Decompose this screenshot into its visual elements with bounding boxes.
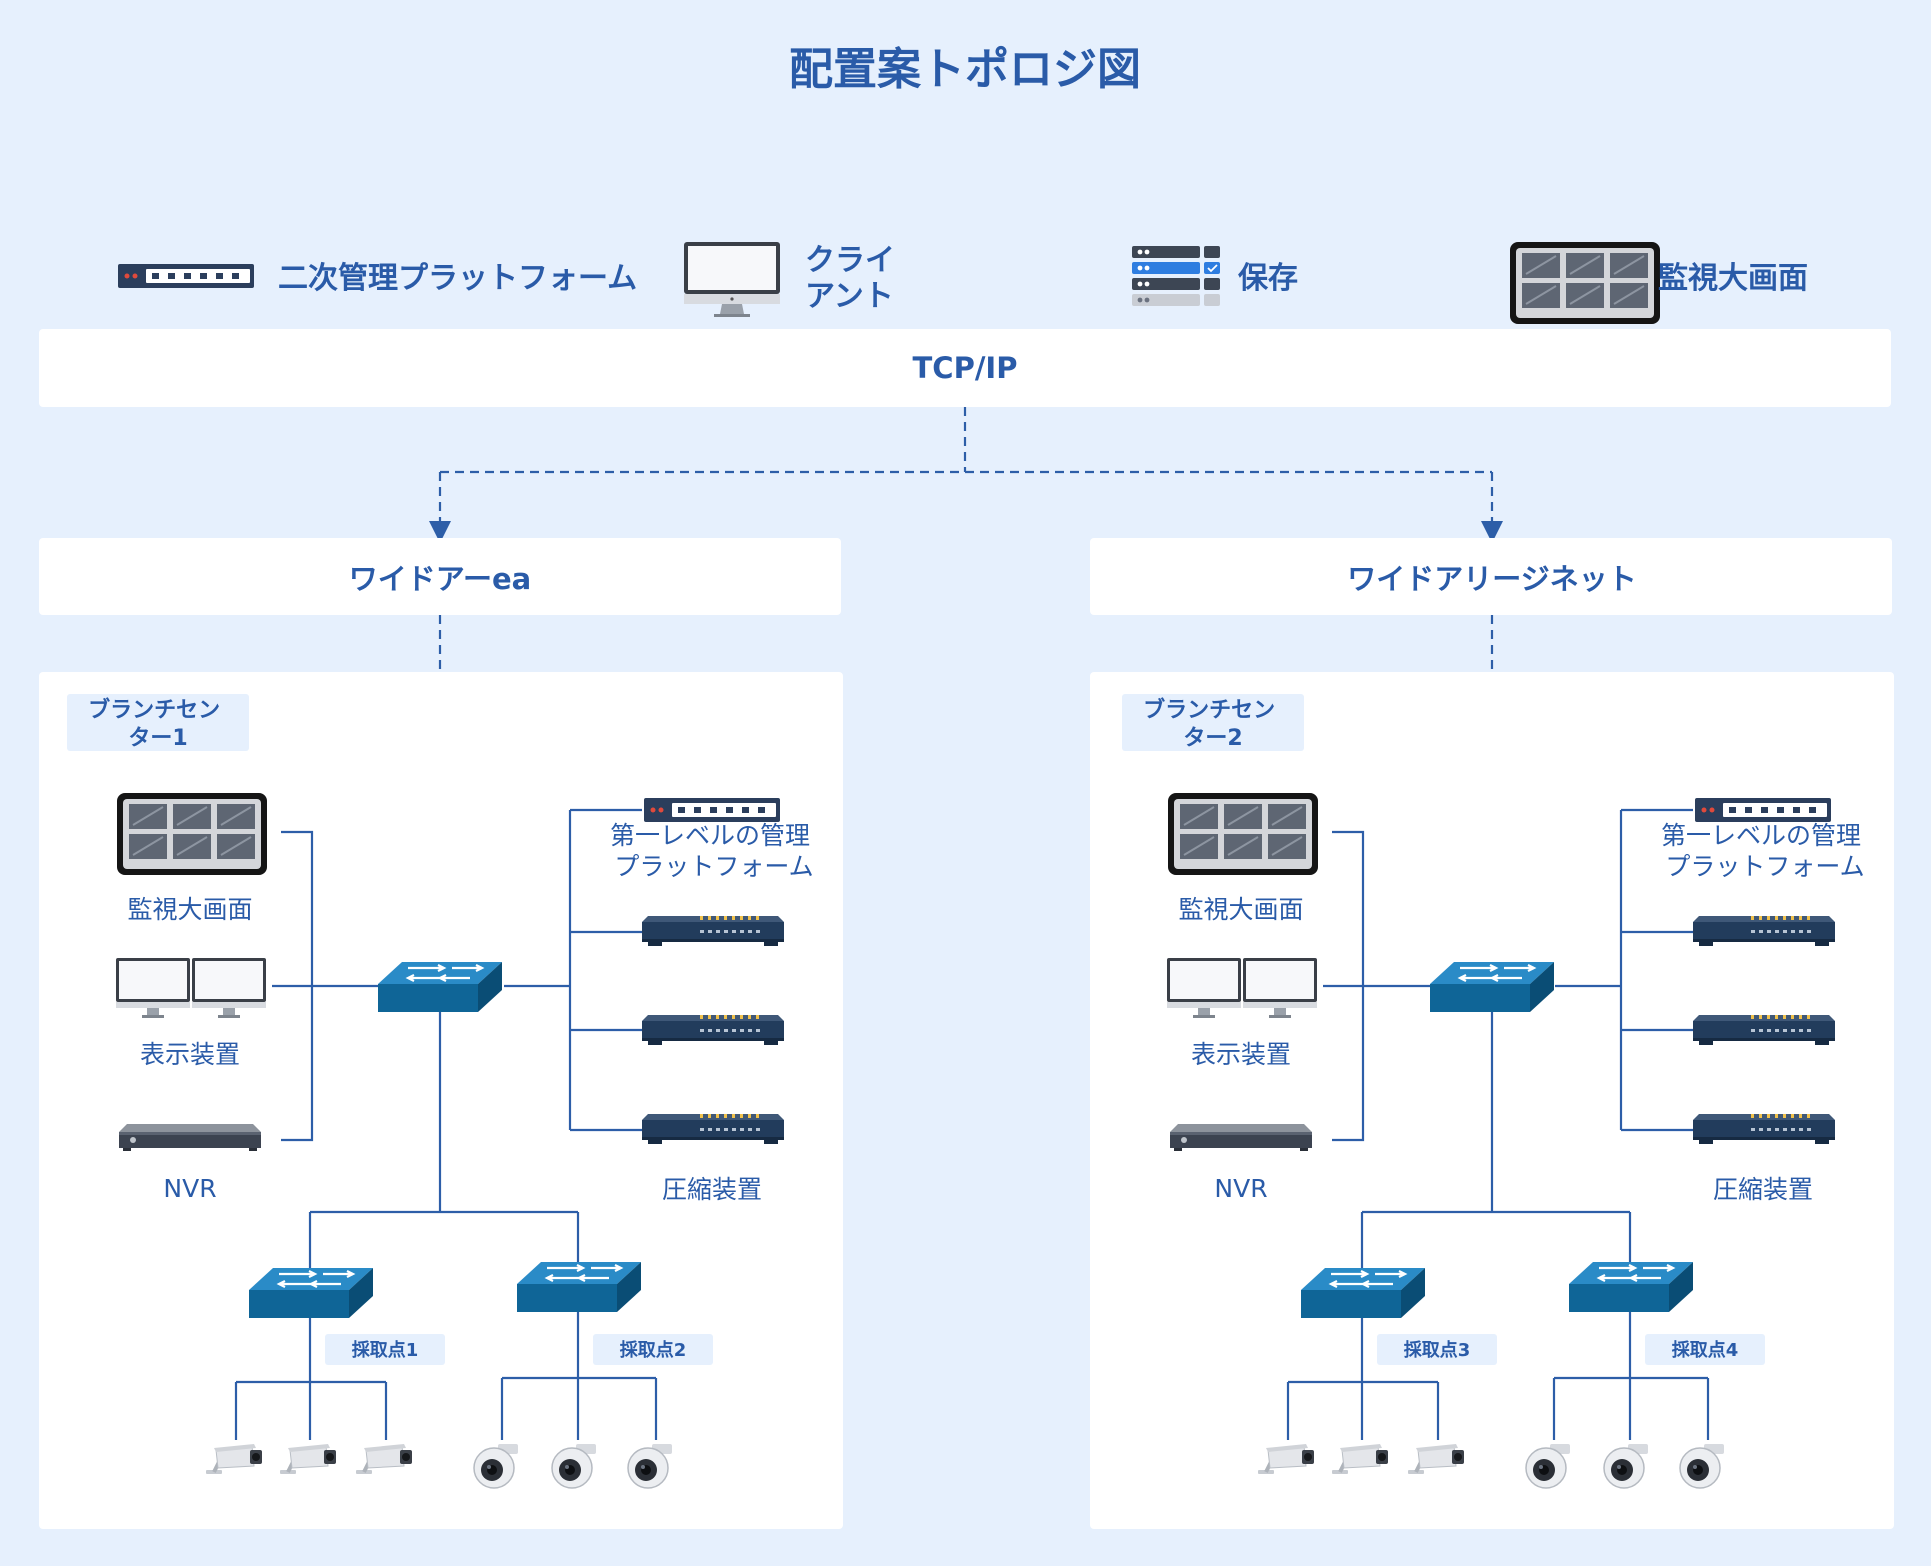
legend-label-line: アント: [805, 279, 894, 314]
branch-name: ブランチセン ター1: [88, 697, 228, 751]
branch-name-line: ター2: [1183, 726, 1242, 751]
point-label: 採取点1: [352, 1339, 419, 1361]
server-rack-icon: [1131, 245, 1221, 307]
legend-label: クライ アント: [805, 243, 905, 314]
video-wall-icon: [1509, 241, 1661, 325]
legend-label-line: クライ: [805, 243, 895, 278]
device-label: 監視大画面: [1178, 895, 1303, 924]
branch-name-line: ター1: [128, 726, 187, 751]
nvr-icon: [119, 1124, 261, 1151]
encoder-icon: [642, 1114, 784, 1144]
device-label: 第一レベルの管理 プラットフォーム: [610, 821, 818, 881]
point-tag: [1377, 1334, 1497, 1365]
video-wall-icon: [1167, 792, 1319, 876]
device-label: 表示装置: [1191, 1040, 1291, 1069]
network-2: ワイドアリージネット ブランチセン ター2: [1090, 538, 1894, 1529]
legend-item-storage: 保存: [1131, 245, 1298, 307]
backbone-label: TCP/IP: [913, 351, 1018, 385]
legend-item-secondary-platform: 二次管理プラットフォーム: [118, 261, 637, 296]
backbone-bar: [39, 329, 1891, 407]
wan-bar: [1090, 538, 1892, 615]
point-label: 採取点4: [1672, 1339, 1739, 1361]
switch-panel-icon: [644, 798, 780, 822]
branch-wires: [1286, 808, 1710, 1440]
point-tag: [1645, 1334, 1765, 1365]
core-switch-icon: [1428, 960, 1556, 1014]
diagram-title: 配置案トポロジ図: [789, 44, 1141, 95]
access-switch-icon: [642, 1015, 784, 1045]
device-label: 圧縮装置: [662, 1175, 762, 1204]
branch-name: ブランチセン ター2: [1143, 697, 1283, 751]
device-label: NVR: [1214, 1174, 1267, 1203]
sub-switch-icon: [247, 1266, 375, 1320]
nvr-icon: [1170, 1124, 1312, 1151]
point-label: 採取点2: [620, 1339, 687, 1361]
wan-name: ワイドアーea: [349, 562, 532, 596]
video-wall-icon: [116, 792, 268, 876]
encoder-icon: [1693, 1114, 1835, 1144]
legend-label: 監視大画面: [1658, 261, 1808, 296]
wan-name: ワイドアリージネット: [1347, 562, 1636, 596]
switch-panel-icon: [1695, 798, 1831, 822]
legend-item-video-wall: 監視大画面: [1509, 241, 1808, 325]
sub-switch-icon: [515, 1260, 643, 1314]
sub-switch-icon: [1567, 1260, 1695, 1314]
access-switch-icon: [642, 916, 784, 946]
access-switch-icon: [1693, 916, 1835, 946]
device-label-line: プラットフォーム: [614, 852, 813, 881]
branch-tag: [1122, 694, 1304, 751]
device-label-line: 第一レベルの管理: [610, 821, 810, 850]
backbone-links: [429, 407, 1503, 543]
branch-wires: [234, 808, 658, 1440]
point-tag: [593, 1334, 713, 1365]
core-switch-icon: [376, 960, 504, 1014]
network-1: ワイドアーea ブランチセン ター1: [39, 538, 843, 1529]
device-label: 監視大画面: [127, 895, 252, 924]
device-label: 表示装置: [140, 1040, 240, 1069]
legend-label: 保存: [1238, 261, 1298, 296]
legend: 二次管理プラットフォーム クライ アント 保存 監視大画面: [118, 241, 1808, 325]
legend-label: 二次管理プラットフォーム: [278, 261, 637, 296]
device-label: NVR: [163, 1174, 216, 1203]
monitor-icon: [684, 242, 780, 317]
wan-bar: [39, 538, 841, 615]
device-label-line: 第一レベルの管理: [1661, 821, 1861, 850]
sub-switch-icon: [1299, 1266, 1427, 1320]
switch-panel-icon: [118, 264, 254, 288]
point-label: 採取点3: [1404, 1339, 1471, 1361]
legend-item-client: クライ アント: [684, 242, 905, 317]
device-label-line: プラットフォーム: [1665, 852, 1864, 881]
device-label: 圧縮装置: [1713, 1175, 1813, 1204]
branch-name-line: ブランチセン: [88, 697, 220, 723]
access-switch-icon: [1693, 1015, 1835, 1045]
branch-name-line: ブランチセン: [1143, 697, 1275, 723]
device-label: 第一レベルの管理 プラットフォーム: [1661, 821, 1869, 881]
point-tag: [325, 1334, 445, 1365]
branch-tag: [67, 694, 249, 751]
